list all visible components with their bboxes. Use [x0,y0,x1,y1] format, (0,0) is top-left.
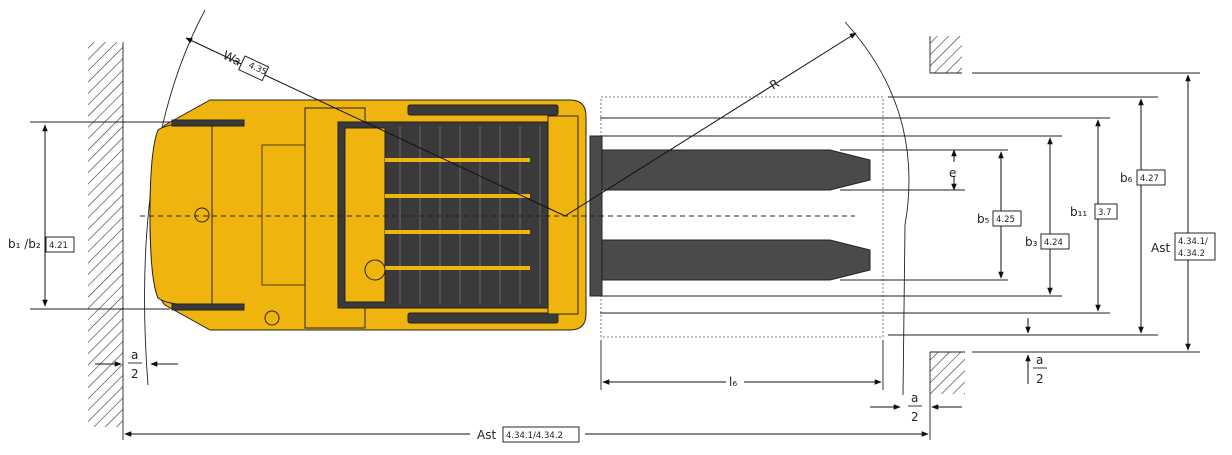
ast-right-ref-line2: 4.34.2 [1178,249,1205,259]
a2-left-two: 2 [131,367,139,381]
b3-ref: 4.24 [1044,238,1063,248]
b11-ref-box [1094,203,1118,220]
a2-right-two: 2 [1036,372,1044,386]
b6-label: b₆ [1120,171,1133,185]
r-line [564,32,857,217]
ast-bottom-ref-box [502,426,580,443]
b6-ref: 4.27 [1140,174,1159,184]
bottom-right-wall [929,351,965,440]
ast-right-ref-line1: 4.34.1/ [1178,237,1208,247]
b5-label: b₅ [977,212,990,226]
b11-ref: 3.7 [1098,208,1112,218]
ast-bottom-ref: 4.34.1/4.34.2 [506,431,563,441]
ast-right-ref-box [1174,232,1216,261]
r-label: R [767,76,781,92]
b1b2-ref-box [45,236,75,253]
wa-label: Wa [221,48,244,68]
ast-bottom-label: Ast [477,428,496,442]
b3-ref-box [1040,233,1070,250]
b1b2-label: b₁ /b₂ [8,237,41,251]
l6-label: l₆ [729,375,737,389]
fork-upper [601,149,871,191]
extension-lines [30,72,1200,390]
a2-right-a: a [1036,353,1043,367]
forklift-truck [149,99,587,331]
b6-ref-box [1136,169,1166,186]
b5-ref: 4.25 [996,215,1015,225]
e-label: e [949,166,956,180]
wa-ref-box [238,55,270,82]
top-right-wall [929,36,962,74]
b1b2-ref: 4.21 [49,241,68,251]
b5-ref-box [992,210,1022,227]
a2-left-a: a [131,348,138,362]
b11-label: b₁₁ [1070,205,1087,219]
load-outline [600,96,884,338]
fork-lower [601,239,871,281]
b3-label: b₃ [1025,235,1038,249]
a2-mid-a: a [911,391,918,405]
a2-mid-two: 2 [911,410,919,424]
left-wall [88,42,124,440]
ast-right-label: Ast [1151,241,1170,255]
right-swing-arc [844,21,910,396]
